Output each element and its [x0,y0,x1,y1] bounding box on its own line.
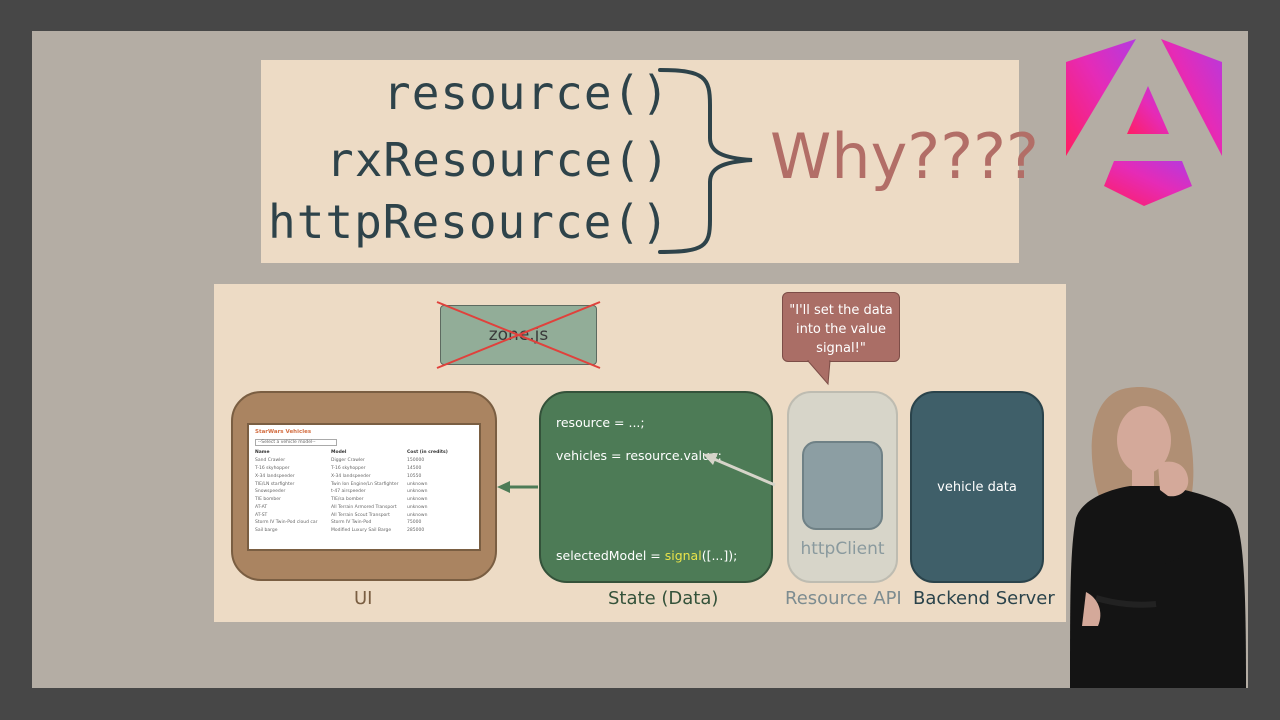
http-client-label: httpClient [800,539,885,559]
table-cell: t-47 airspeeder [331,489,366,495]
table-row: Snowspeeder t-47 airspeeder unknown [255,488,473,496]
table-row: AT-ST All Terrain Scout Transport unknown [255,511,473,519]
table-cell: Digger Crawler [331,458,365,464]
backend-server-box: vehicle data [910,391,1044,583]
table-cell: X-34 landspeeder [255,473,295,479]
http-client-box [802,441,883,530]
table-cell: 14500 [407,465,422,471]
table-cell: X-34 landspeeder [331,473,371,479]
table-header-row: Name Model Cost (in credits) [255,449,473,457]
table-cell: Twin Ion Engine/Ln Starfighter [331,481,399,487]
table-cell: T-16 skyhopper [331,465,366,471]
table-cell: unknown [407,497,428,503]
table-cell: 285000 [407,528,425,534]
table-row: Sand Crawler Digger Crawler 150000 [255,457,473,465]
table-cell: unknown [407,481,428,487]
state-data-box: resource = ...; vehicles = resource.valu… [539,391,773,583]
title-line-rxresource: rxResource() [326,133,671,187]
signal-keyword: signal [664,548,702,563]
code-suffix: ([...]); [701,548,738,563]
table-cell: T-16 skyhopper [255,465,290,471]
table-cell: All Terrain Scout Transport [331,512,390,518]
title-line-httpresource: httpResource() [268,195,670,249]
caption-backend: Backend Server [913,588,1055,609]
presenter-photo-icon [1070,387,1246,688]
table-cell: Storm IV Twin-Pod [331,520,372,526]
code-prefix: selectedModel = [556,548,665,563]
table-cell: AT-AT [255,504,268,510]
table-cell: 150000 [407,458,425,464]
vehicle-select: --Select a vehicle model-- [255,439,337,446]
table-row: TIE bomber TIE/sa bomber unknown [255,496,473,504]
caption-ui: UI [354,588,373,609]
title-panel [261,60,1019,263]
table-cell: AT-ST [255,512,268,518]
caption-resource-api: Resource API [785,588,902,609]
why-heading: Why???? [770,120,1039,193]
caption-state: State (Data) [608,588,719,609]
table-cell: Modified Luxury Sail Barge [331,528,392,534]
table-row: TIE/LN starfighter Twin Ion Engine/Ln Sta… [255,480,473,488]
speech-callout: "I'll set the data into the value signal… [782,292,900,362]
table-row: X-34 landspeeder X-34 landspeeder 10550 [255,472,473,480]
table-cell: TIE bomber [255,497,281,503]
table-cell: Sail barge [255,528,278,534]
table-row: Storm IV Twin-Pod cloud car Storm IV Twin… [255,519,473,527]
table-row: Sail barge Modified Luxury Sail Barge 2850… [255,527,473,535]
screen-title: StarWars Vehicles [255,429,312,435]
backend-text: vehicle data [937,479,1017,495]
table-cell: unknown [407,504,428,510]
vehicles-table: Name Model Cost (in credits) Sand Crawle… [255,449,473,535]
table-row: AT-AT All Terrain Armored Transport unknow… [255,503,473,511]
table-cell: All Terrain Armored Transport [331,504,397,510]
table-cell: TIE/LN starfighter [255,481,295,487]
table-cell: Storm IV Twin-Pod cloud car [255,520,318,526]
table-cell: unknown [407,489,428,495]
code-line-resource: resource = ...; [556,415,645,430]
table-row: T-16 skyhopper T-16 skyhopper 14500 [255,465,473,473]
table-cell: Snowspeeder [255,489,286,495]
vehicles-screenshot: StarWars Vehicles --Select a vehicle mod… [247,423,481,551]
column-header: Model [331,450,347,456]
table-cell: TIE/sa bomber [331,497,364,503]
angular-logo-icon [1066,39,1222,206]
column-header: Name [255,450,270,456]
table-cell: unknown [407,512,428,518]
title-line-resource: resource() [383,66,670,120]
table-cell: Sand Crawler [255,458,286,464]
code-line-selected-model: selectedModel = signal([...]); [556,548,737,563]
zone-js-box: zone.js [440,305,597,365]
table-cell: 10550 [407,473,422,479]
column-header: Cost (in credits) [407,450,448,456]
code-line-vehicles: vehicles = resource.value; [556,448,722,463]
table-cell: 75000 [407,520,422,526]
